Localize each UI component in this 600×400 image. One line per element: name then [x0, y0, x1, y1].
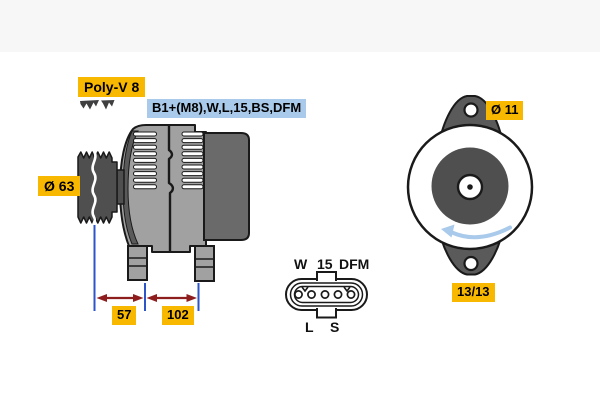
- shaft-hub: [116, 169, 125, 205]
- pulley-diameter-label: Ø 63: [38, 176, 81, 197]
- rotation-ratio-label: 13/13: [452, 283, 495, 302]
- connector-pin-label-w: W: [294, 256, 308, 272]
- rear-cover: [203, 132, 250, 241]
- bottom-mount-hole: [463, 255, 479, 272]
- dimension-arrow-57: [96, 294, 144, 302]
- dimension-57-label: 57: [112, 306, 137, 325]
- pulley: [77, 151, 118, 224]
- connector-pins: [294, 286, 356, 299]
- rotation-arrow-icon: [441, 224, 512, 240]
- connector-pin-label-dfm: DFM: [339, 256, 370, 272]
- belt-type-label: Poly-V 8: [78, 77, 146, 98]
- mounting-feet: [127, 245, 215, 282]
- dimension-arrow-102: [146, 294, 197, 302]
- dimension-102-label: 102: [162, 306, 194, 325]
- shaft-center-dot: [467, 184, 473, 190]
- pulley-break-line: [91, 150, 97, 227]
- housing-seam: [167, 126, 175, 251]
- top-mount-hole: [463, 102, 479, 118]
- side-view-drawing: [77, 124, 250, 282]
- connector-bottom-tab: [316, 308, 337, 319]
- dimension-lines: [93, 225, 200, 311]
- connector-pin-label-15: 15: [317, 256, 333, 272]
- connections-label: B1+(M8),W,L,15,BS,DFM: [147, 99, 307, 118]
- connector-pin-label-l: L: [305, 319, 314, 335]
- background-band: [0, 0, 600, 52]
- vent-slots-left: [133, 131, 157, 190]
- rear-view-drawing: [406, 95, 534, 276]
- belt-profile-icon: [80, 100, 115, 110]
- mount-hole-diameter-label: Ø 11: [486, 101, 524, 120]
- connector-top-tab: [316, 271, 337, 281]
- vent-slots-right: [181, 131, 204, 190]
- connector-diagram: [285, 271, 368, 319]
- connector-pin-label-s: S: [330, 319, 340, 335]
